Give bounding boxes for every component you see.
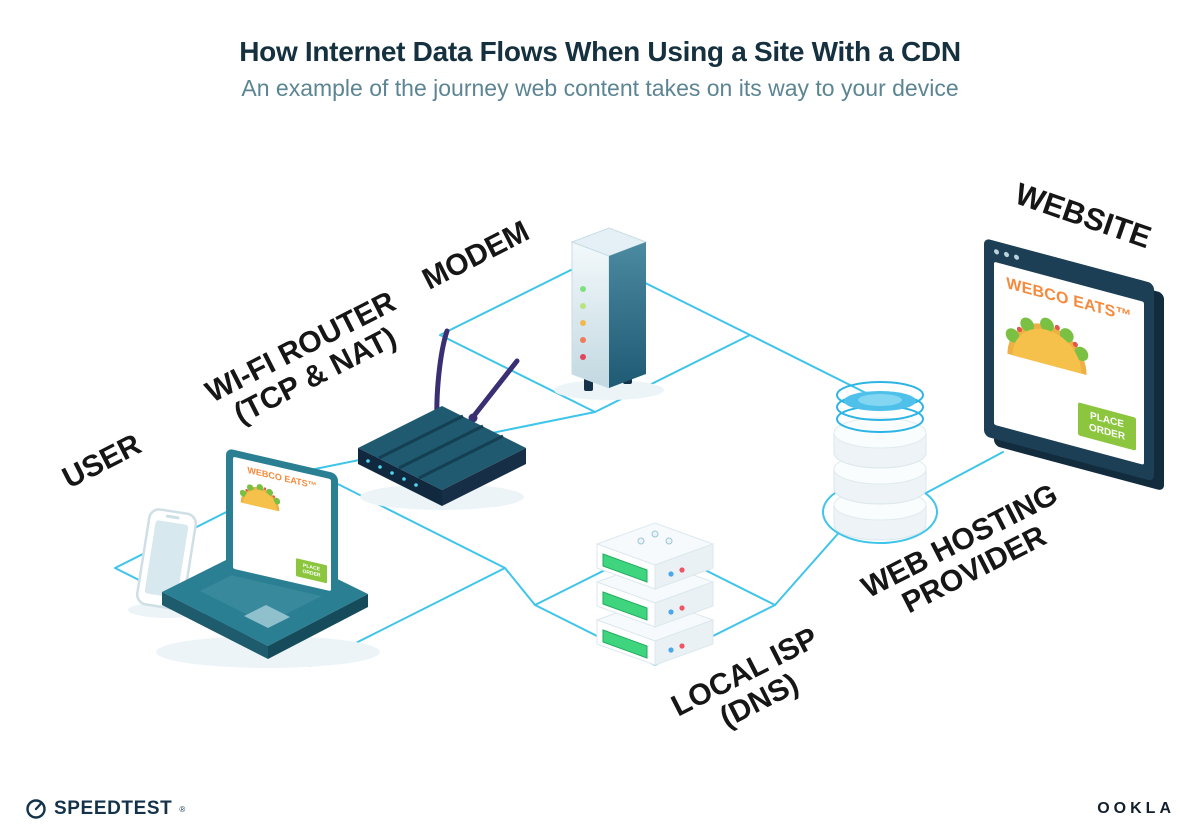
isp-server <box>595 522 715 666</box>
laptop-place-order-button: PLACE ORDER <box>296 557 327 584</box>
speedtest-wordmark: SPEEDTEST <box>54 798 173 819</box>
laptop-keyboard <box>200 560 328 624</box>
speedtest-logo: SPEEDTEST ® <box>25 798 185 820</box>
router-antenna-right <box>470 358 520 420</box>
link-hosting-website <box>925 451 1004 494</box>
link-modem-hosting <box>749 334 881 401</box>
header: How Internet Data Flows When Using a Sit… <box>0 36 1200 102</box>
ookla-logo: OOKLA <box>1097 800 1175 817</box>
laptop: WEBCO EATS™ PLACE ORDER <box>226 448 338 600</box>
window-dot-icon <box>1004 251 1009 258</box>
modem <box>570 227 648 391</box>
window-dot-icon <box>1014 254 1019 261</box>
website-screen: WEBCO EATS™ PLACE ORDER <box>994 261 1144 465</box>
registered-mark: ® <box>179 804 186 814</box>
link-isp-hosting <box>774 527 844 606</box>
gauge-icon <box>26 799 46 819</box>
modem-status-leds <box>580 286 586 360</box>
laptop-screen: WEBCO EATS™ PLACE ORDER <box>233 456 331 592</box>
taco-icon <box>1005 317 1089 375</box>
website-place-order-button: PLACE ORDER <box>1078 402 1136 451</box>
server-top-ports <box>637 530 673 545</box>
laptop-base <box>162 542 368 659</box>
wifi-router <box>358 328 526 506</box>
link-user-isp <box>504 567 536 606</box>
router-leds <box>366 459 418 487</box>
laptop-trackpad <box>244 605 290 628</box>
page-subtitle: An example of the journey web content ta… <box>241 75 959 101</box>
page-title: How Internet Data Flows When Using a Sit… <box>239 36 961 67</box>
window-dot-icon <box>994 248 999 256</box>
taco-icon <box>239 484 281 512</box>
hosting-database <box>833 381 927 541</box>
website-window: WEBCO EATS™ PLACE ORDER <box>984 238 1154 482</box>
